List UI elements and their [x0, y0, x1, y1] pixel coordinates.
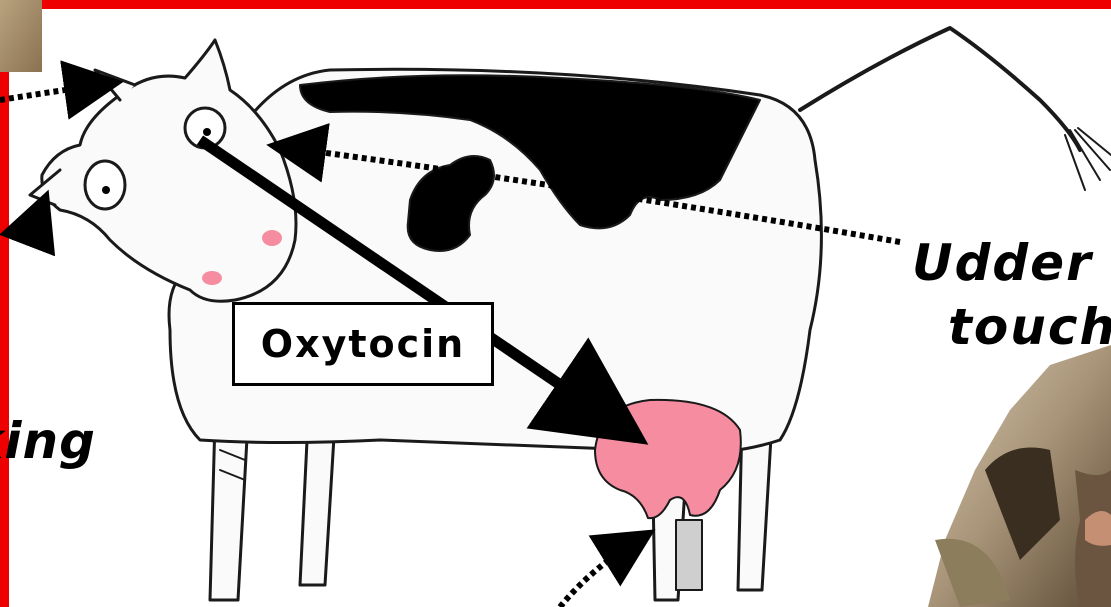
red-frame-top [0, 0, 1111, 9]
dotted-arrow-thumb-to-head [0, 85, 100, 100]
red-frame-left [0, 0, 9, 607]
cow-head [42, 40, 296, 301]
dotted-arrow-left-to-head [30, 212, 40, 235]
cow-eye-lower [85, 161, 125, 209]
udder-touch-label-line2: touch [948, 302, 1111, 352]
milking-photo [928, 345, 1111, 607]
dotted-arrow-bottom-to-teat [560, 542, 635, 607]
photo-thumbnail [0, 0, 42, 72]
udder-touch-label-line1: Udder [912, 238, 1093, 288]
cow-tail [800, 28, 1080, 150]
milking-label-partial: lking [0, 416, 96, 466]
cow-udder [595, 400, 741, 518]
oxytocin-label: Oxytocin [232, 302, 494, 386]
